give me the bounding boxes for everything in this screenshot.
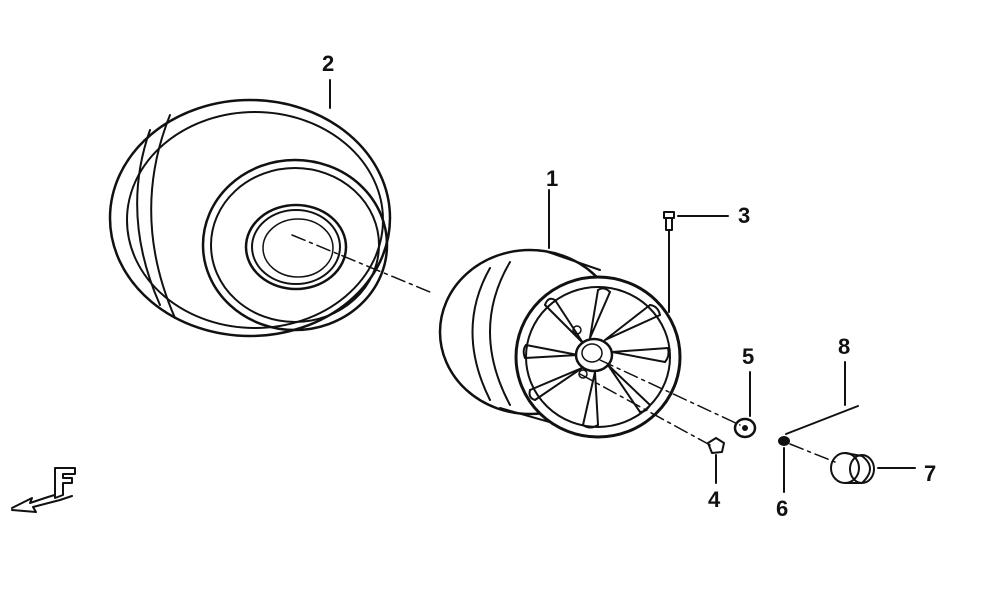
valve-stem [663, 211, 675, 231]
cotter-pin [785, 405, 859, 435]
callout-number: 2 [322, 51, 335, 76]
callout-number: 8 [838, 334, 851, 359]
callout-number: 3 [738, 203, 751, 228]
callout-number: 1 [546, 166, 559, 191]
tire [108, 98, 392, 338]
hub-cap [830, 452, 875, 484]
front-direction-arrow-icon [11, 467, 76, 513]
center-lines [291, 234, 836, 463]
callout-number: 4 [708, 487, 721, 512]
nut [778, 436, 790, 446]
callout-number: 5 [742, 344, 755, 369]
washer [733, 417, 757, 439]
wheel-rim [438, 248, 682, 439]
lug-nut [707, 437, 725, 454]
leader-lines [329, 79, 916, 493]
callout-number: 6 [776, 496, 789, 521]
callout-number: 7 [924, 461, 937, 486]
